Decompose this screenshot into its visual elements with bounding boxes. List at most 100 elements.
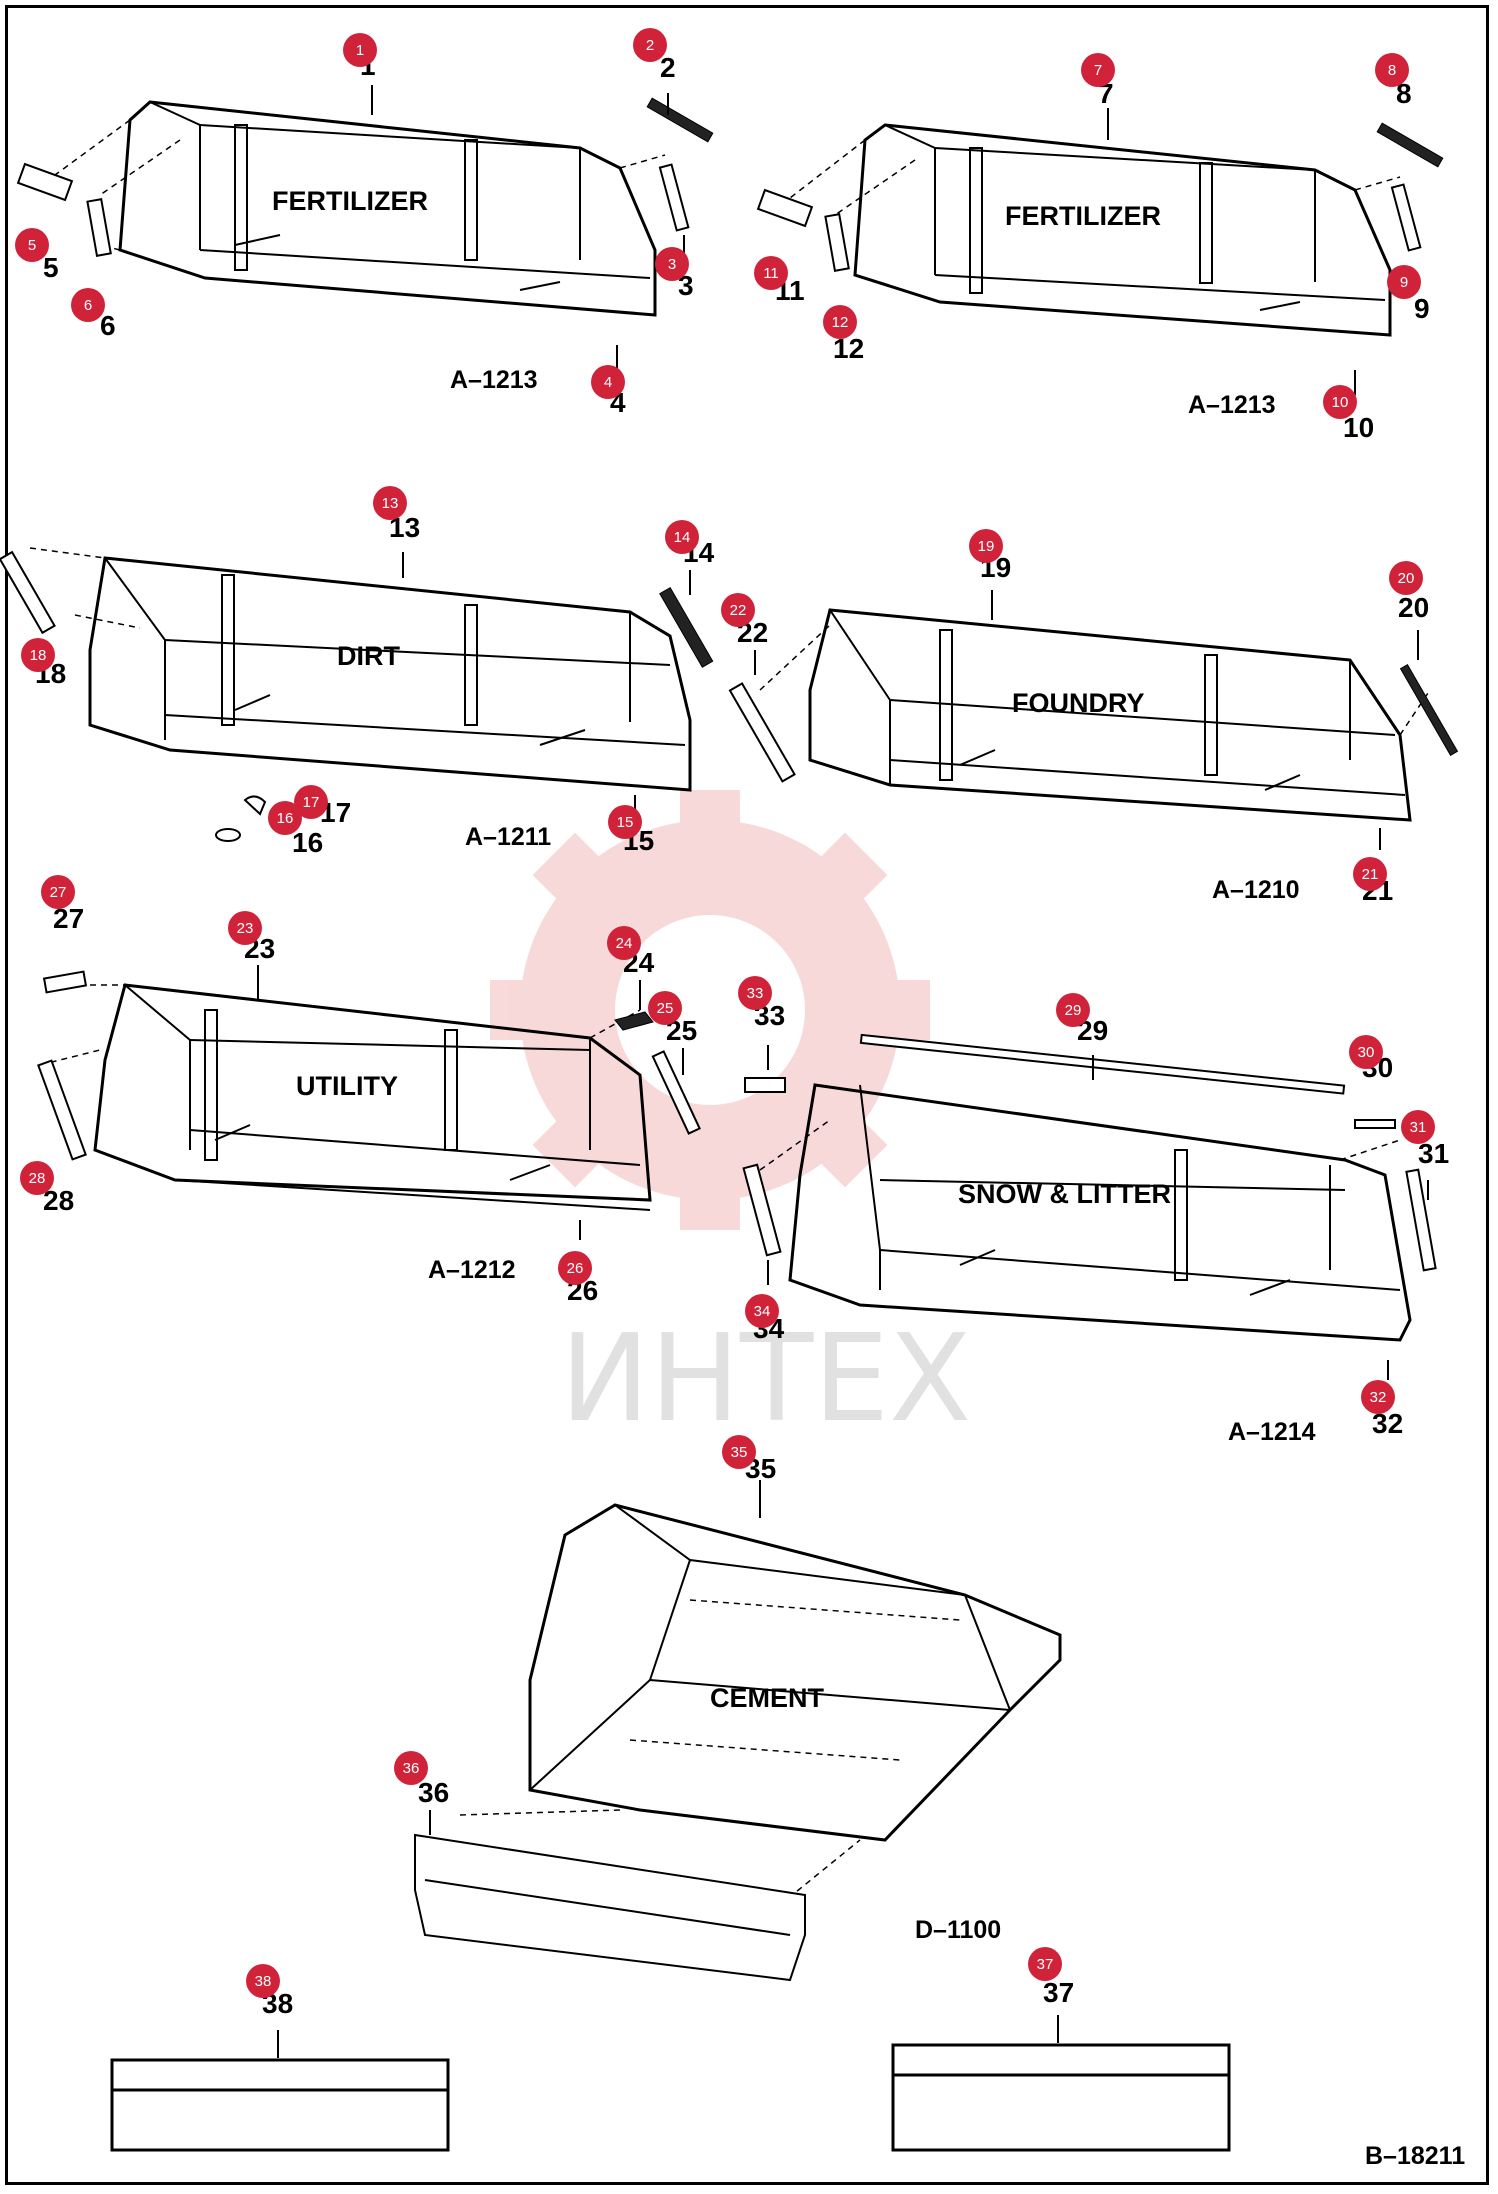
bucket-code: A–1213 — [450, 366, 538, 394]
callout-14[interactable]: 14 — [665, 520, 699, 554]
part-number-9: 9 — [1414, 293, 1430, 324]
callout-5[interactable]: 5 — [15, 228, 49, 262]
svg-text:23: 23 — [237, 920, 254, 937]
svg-text:26: 26 — [567, 1260, 584, 1277]
bucket-name: FERTILIZER — [272, 186, 428, 216]
callout-33[interactable]: 33 — [738, 976, 772, 1010]
svg-text:8: 8 — [1388, 62, 1396, 79]
svg-text:5: 5 — [28, 237, 36, 254]
callout-11[interactable]: 11 — [754, 256, 788, 290]
svg-text:20: 20 — [1398, 570, 1415, 587]
part-11-shape — [756, 188, 814, 228]
callout-6[interactable]: 6 — [71, 288, 105, 322]
svg-text:9: 9 — [1400, 274, 1408, 291]
svg-text:7: 7 — [1094, 62, 1102, 79]
part-14-shape — [659, 586, 714, 668]
part-8-shape — [1376, 122, 1444, 168]
callout-20[interactable]: 20 — [1389, 561, 1423, 595]
svg-text:27: 27 — [50, 884, 67, 901]
svg-text:22: 22 — [730, 602, 747, 619]
bucket-name: FOUNDRY — [1012, 688, 1145, 718]
callout-29[interactable]: 29 — [1056, 993, 1090, 1027]
callout-34[interactable]: 34 — [745, 1294, 779, 1328]
callout-8[interactable]: 8 — [1375, 53, 1409, 87]
part-number-5: 5 — [43, 252, 59, 283]
callout-36[interactable]: 36 — [394, 1751, 428, 1785]
part-number-6: 6 — [100, 310, 116, 341]
svg-text:13: 13 — [382, 495, 399, 512]
bucket-cement — [459, 1503, 1062, 1906]
bucket-dirt — [29, 547, 692, 792]
bucket-utility — [39, 983, 652, 1211]
callout-26[interactable]: 26 — [558, 1251, 592, 1285]
svg-text:34: 34 — [754, 1303, 771, 1320]
callout-10[interactable]: 10 — [1323, 385, 1357, 419]
bucket-snow-litter — [759, 1083, 1412, 1342]
part-number-37: 37 — [1043, 1977, 1074, 2008]
bucket-name: SNOW & LITTER — [958, 1179, 1171, 1209]
svg-text:1: 1 — [356, 42, 364, 59]
callout-15[interactable]: 15 — [608, 805, 642, 839]
part-2-shape — [646, 97, 714, 143]
part-number-20: 20 — [1398, 592, 1429, 623]
decal-37 — [891, 2015, 1231, 2152]
part-27-shape — [42, 970, 88, 994]
callout-22[interactable]: 22 — [721, 593, 755, 627]
callout-18[interactable]: 18 — [21, 638, 55, 672]
svg-text:36: 36 — [403, 1760, 420, 1777]
bucket-fertilizer-2 — [789, 123, 1401, 337]
callout-16[interactable]: 16 — [268, 801, 302, 835]
part-17-shape — [243, 795, 267, 816]
part-28-shape — [37, 1059, 87, 1161]
callout-badges: 1 2 3 4 5 6 7 8 9 10 11 12 13 14 15 16 1… — [15, 28, 1435, 1998]
svg-text:19: 19 — [978, 538, 995, 555]
callout-21[interactable]: 21 — [1353, 857, 1387, 891]
callout-27[interactable]: 27 — [41, 875, 75, 909]
callout-23[interactable]: 23 — [228, 911, 262, 945]
decal-38 — [110, 2030, 450, 2152]
svg-text:24: 24 — [616, 935, 633, 952]
callout-31[interactable]: 31 — [1401, 1110, 1435, 1144]
part-number-2: 2 — [660, 52, 676, 83]
svg-text:28: 28 — [29, 1170, 46, 1187]
part-number-8: 8 — [1396, 78, 1412, 109]
callout-35[interactable]: 35 — [722, 1435, 756, 1469]
bucket-code: A–1211 — [465, 823, 551, 851]
svg-text:10: 10 — [1332, 394, 1349, 411]
svg-text:14: 14 — [674, 529, 691, 546]
svg-text:12: 12 — [832, 314, 849, 331]
part-number-36: 36 — [418, 1777, 449, 1808]
svg-text:35: 35 — [731, 1444, 748, 1461]
part-30-shape — [1354, 1119, 1396, 1129]
callout-19[interactable]: 19 — [969, 529, 1003, 563]
bucket-code: A–1213 — [1188, 391, 1276, 419]
callout-17[interactable]: 17 — [294, 785, 328, 819]
callout-1[interactable]: 1 — [343, 33, 377, 67]
svg-text:32: 32 — [1370, 1389, 1387, 1406]
callout-24[interactable]: 24 — [607, 926, 641, 960]
callout-32[interactable]: 32 — [1361, 1380, 1395, 1414]
callout-7[interactable]: 7 — [1081, 53, 1115, 87]
bucket-code: A–1212 — [428, 1256, 516, 1284]
callout-13[interactable]: 13 — [373, 486, 407, 520]
callout-9[interactable]: 9 — [1387, 265, 1421, 299]
part-31-shape — [1405, 1168, 1437, 1272]
callout-28[interactable]: 28 — [20, 1161, 54, 1195]
callout-2[interactable]: 2 — [633, 28, 667, 62]
svg-text:38: 38 — [255, 1973, 272, 1990]
callout-3[interactable]: 3 — [655, 247, 689, 281]
part-9-shape — [1390, 183, 1422, 252]
svg-text:2: 2 — [646, 37, 654, 54]
callout-30[interactable]: 30 — [1349, 1035, 1383, 1069]
watermark-logo — [490, 790, 930, 1230]
part-20-shape — [1399, 664, 1459, 756]
callout-38[interactable]: 38 — [246, 1964, 280, 1998]
callout-25[interactable]: 25 — [648, 991, 682, 1025]
callout-37[interactable]: 37 — [1028, 1947, 1062, 1981]
svg-text:4: 4 — [604, 374, 612, 391]
svg-text:21: 21 — [1362, 866, 1379, 883]
callout-4[interactable]: 4 — [591, 365, 625, 399]
callout-12[interactable]: 12 — [823, 305, 857, 339]
bucket-code: A–1214 — [1228, 1418, 1316, 1446]
